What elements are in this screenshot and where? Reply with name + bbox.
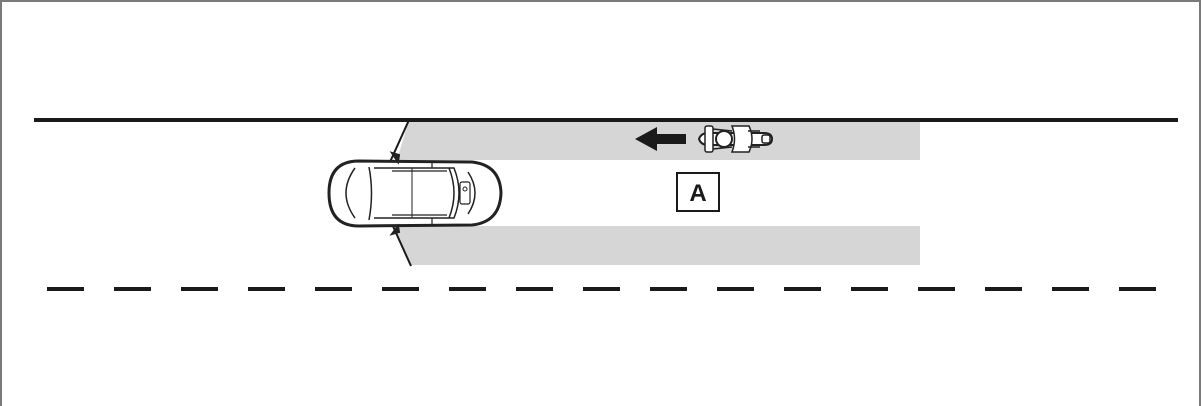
motorcycle-rider-icon	[697, 125, 774, 153]
zone-label-text: A	[689, 180, 706, 207]
zone-label: A	[676, 172, 720, 212]
car-top-view-icon	[327, 151, 503, 236]
detection-zone-lower	[394, 226, 920, 265]
arrow-left-icon	[635, 127, 686, 151]
zone-label-box	[676, 172, 720, 212]
